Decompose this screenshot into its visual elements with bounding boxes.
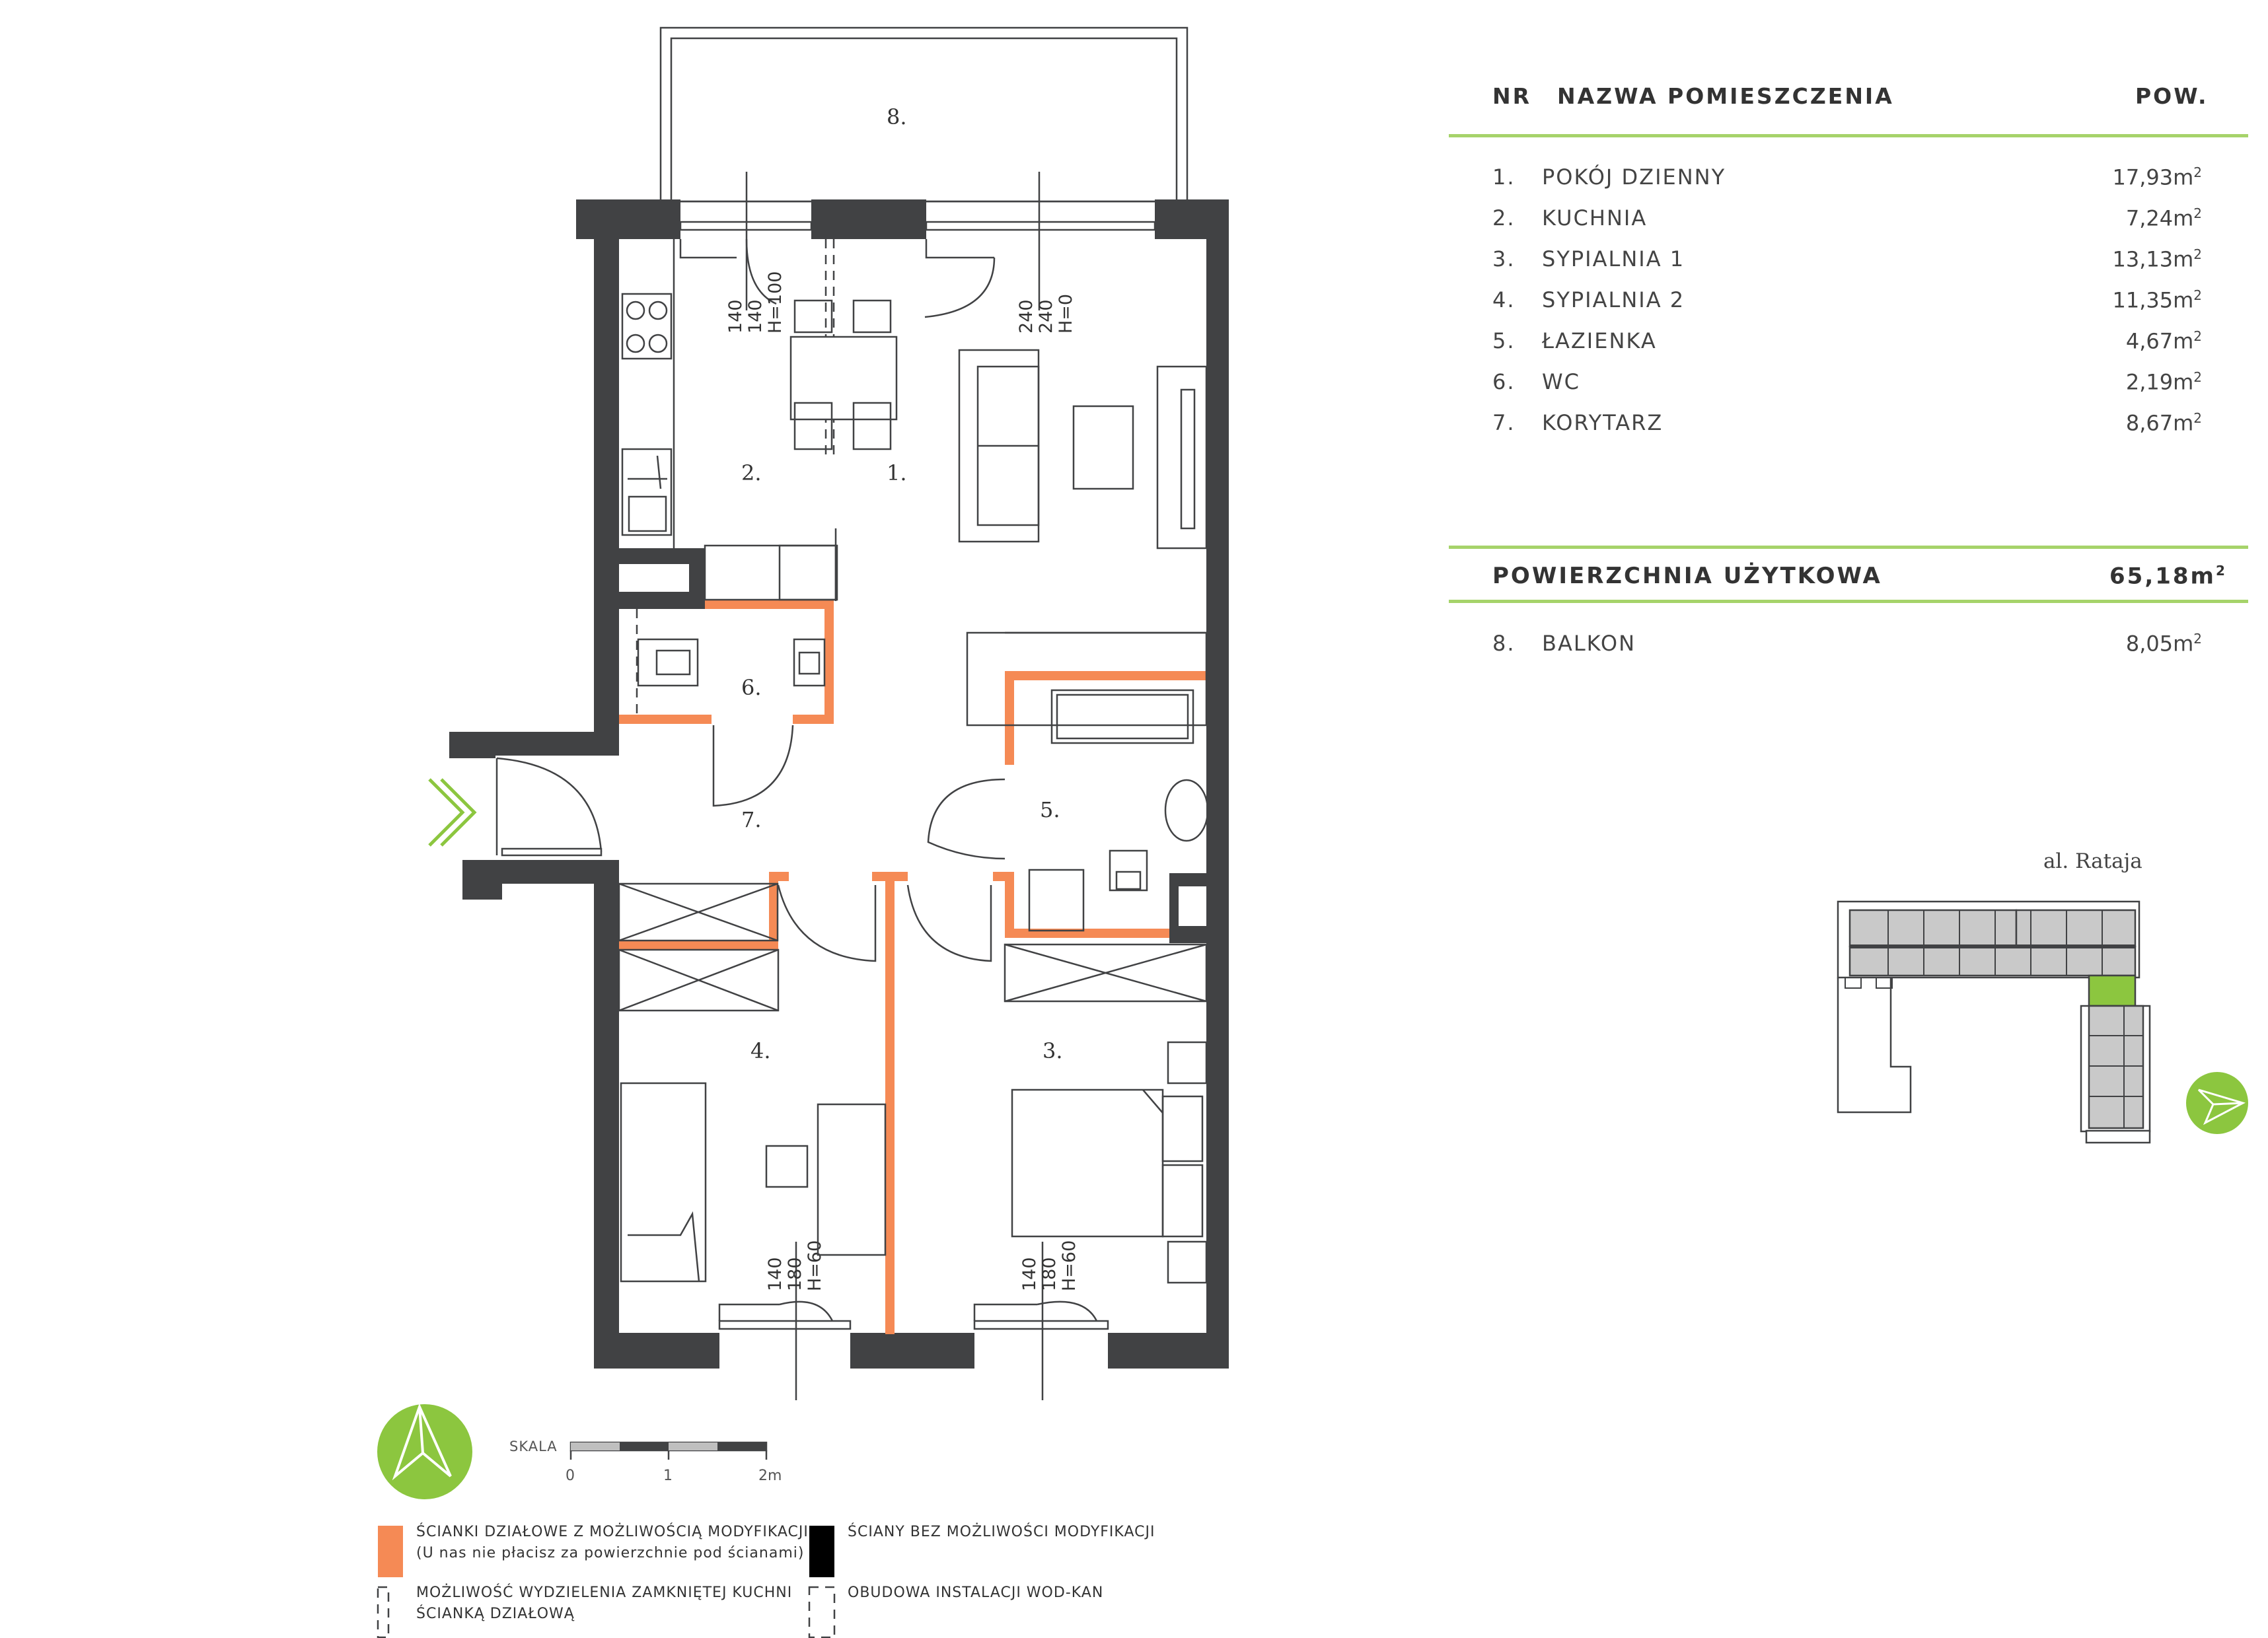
window-1-sill: H=100 xyxy=(765,271,786,334)
bedroom-furniture xyxy=(620,1041,1208,1284)
site-plan xyxy=(1837,900,2151,1144)
schedule-header-name: NAZWA POMIESZCZENIA xyxy=(1557,83,1894,109)
row-nr: 5. xyxy=(1492,328,1516,353)
row-nr: 7. xyxy=(1492,410,1516,435)
window-1-w: 140 xyxy=(725,299,746,334)
schedule-header-nr: NR xyxy=(1492,83,1532,109)
room-label-4: 4. xyxy=(750,1038,771,1063)
window-3-w: 140 xyxy=(765,1257,786,1291)
scale-tick-2: 2m xyxy=(758,1468,782,1484)
scale-tick-0: 0 xyxy=(566,1468,575,1484)
window-2-sill: H=0 xyxy=(1056,294,1076,334)
entrance-arrow-icon xyxy=(428,778,477,847)
row-area: 17,93m2 xyxy=(2112,164,2202,190)
room-label-1: 1. xyxy=(887,460,907,485)
living-furniture xyxy=(789,299,1208,550)
window-1-h: 140 xyxy=(745,299,766,334)
scale-tick-1: 1 xyxy=(663,1468,673,1484)
legend-swatch-plumbing xyxy=(808,1586,836,1638)
window-4-w: 140 xyxy=(1019,1257,1040,1291)
schedule-row-balcony: 8. BALKON 8,05m2 xyxy=(1449,631,2202,670)
legend-swatch-kitchen xyxy=(377,1586,390,1638)
schedule-rule-total-bottom xyxy=(1449,600,2248,603)
row-area: 7,24m2 xyxy=(2125,205,2202,231)
legend-fixed: ŚCIANY BEZ MOŻLIWOŚCI MODYFIKACJI xyxy=(848,1524,1155,1540)
schedule-row: 1. POKÓJ DZIENNY 17,93m2 xyxy=(1449,164,2202,204)
row-name: SYPIALNIA 1 xyxy=(1542,246,1685,271)
window-3-h: 180 xyxy=(785,1257,805,1291)
legend-modifiable-note: (U nas nie płacisz za powierzchnie pod ś… xyxy=(416,1545,805,1561)
schedule-row: 2. KUCHNIA 7,24m2 xyxy=(1449,205,2202,245)
row-name: KORYTARZ xyxy=(1542,410,1664,435)
room-label-7: 7. xyxy=(741,807,762,832)
north-arrow-icon xyxy=(377,1403,472,1499)
wc-fixtures xyxy=(637,638,826,687)
legend-swatch-fixed xyxy=(809,1526,834,1577)
room-label-8: 8. xyxy=(887,104,907,129)
schedule-header-area: POW. xyxy=(2135,83,2209,109)
row-nr: 8. xyxy=(1492,631,1516,656)
legend-plumbing: OBUDOWA INSTALACJI WOD-KAN xyxy=(848,1585,1104,1601)
row-name: ŁAZIENKA xyxy=(1542,328,1657,353)
fixed-walls xyxy=(449,199,1229,1369)
row-name: KUCHNIA xyxy=(1542,205,1648,231)
row-nr: 2. xyxy=(1492,205,1516,231)
window-2-h: 240 xyxy=(1036,299,1056,334)
window-3-sill: H=60 xyxy=(805,1240,825,1291)
bathroom-fixtures xyxy=(966,631,1209,932)
room-label-2: 2. xyxy=(741,460,762,485)
total-area: 65,18m2 xyxy=(2109,563,2227,590)
schedule-rule-top xyxy=(1449,134,2248,137)
schedule-row: 3. SYPIALNIA 1 13,13m2 xyxy=(1449,246,2202,286)
row-nr: 1. xyxy=(1492,164,1516,190)
room-label-6: 6. xyxy=(741,675,762,700)
row-area: 8,67m2 xyxy=(2125,410,2202,436)
modifiable-walls xyxy=(619,600,1206,1334)
street-label: al. Rataja xyxy=(2043,849,2142,873)
scale-bar xyxy=(569,1441,768,1460)
row-area: 13,13m2 xyxy=(2112,246,2202,272)
schedule-row: 6. WC 2,19m2 xyxy=(1449,369,2202,409)
row-area: 11,35m2 xyxy=(2112,287,2202,313)
balcony xyxy=(659,26,1189,203)
row-nr: 6. xyxy=(1492,369,1516,394)
total-label: POWIERZCHNIA UŻYTKOWA xyxy=(1492,563,1882,589)
legend-kitchen-line1: MOŻLIWOŚĆ WYDZIELENIA ZAMKNIĘTEJ KUCHNI xyxy=(416,1585,793,1601)
room-label-3: 3. xyxy=(1043,1038,1063,1063)
window-labels: 140 140 H=100 240 240 H=0 140 180 H=60 1… xyxy=(725,271,1079,1291)
kitchen-fixtures xyxy=(621,239,838,601)
row-area: 8,05m2 xyxy=(2125,631,2202,657)
row-nr: 4. xyxy=(1492,287,1516,312)
legend-modifiable-title: ŚCIANKI DZIAŁOWE Z MOŻLIWOŚCIĄ MODYFIKAC… xyxy=(416,1524,809,1540)
legend-swatches xyxy=(377,1526,836,1638)
row-area: 2,19m2 xyxy=(2125,369,2202,395)
legend-modifiable: ŚCIANKI DZIAŁOWE Z MOŻLIWOŚCIĄ MODYFIKAC… xyxy=(416,1522,809,1564)
row-name: SYPIALNIA 2 xyxy=(1542,287,1685,312)
windows xyxy=(679,172,1156,1400)
schedule-rule-total-top xyxy=(1449,546,2248,549)
window-4-h: 180 xyxy=(1039,1257,1060,1291)
scale-label: SKALA xyxy=(509,1439,558,1454)
wardrobes xyxy=(618,882,1208,1012)
schedule-row: 4. SYPIALNIA 2 11,35m2 xyxy=(1449,287,2202,327)
window-4-sill: H=60 xyxy=(1059,1240,1079,1291)
window-2-w: 240 xyxy=(1016,299,1037,334)
schedule-row: 5. ŁAZIENKA 4,67m2 xyxy=(1449,328,2202,368)
row-name: POKÓJ DZIENNY xyxy=(1542,164,1726,190)
row-name: WC xyxy=(1542,369,1580,394)
room-label-5: 5. xyxy=(1040,797,1060,822)
row-nr: 3. xyxy=(1492,246,1516,271)
legend-kitchen-line2: ŚCIANKĄ DZIAŁOWĄ xyxy=(416,1606,575,1622)
legend-swatch-modifiable xyxy=(378,1526,403,1577)
room-labels: 1. 2. 3. 4. 5. 6. 7. 8. xyxy=(741,104,1063,1063)
row-name: BALKON xyxy=(1542,631,1636,656)
legend-kitchen: MOŻLIWOŚĆ WYDZIELENIA ZAMKNIĘTEJ KUCHNI … xyxy=(416,1583,792,1625)
doors xyxy=(495,725,1006,962)
schedule-row: 7. KORYTARZ 8,67m2 xyxy=(1449,410,2202,450)
site-north-arrow-icon xyxy=(2186,1072,2248,1134)
row-area: 4,67m2 xyxy=(2125,328,2202,354)
